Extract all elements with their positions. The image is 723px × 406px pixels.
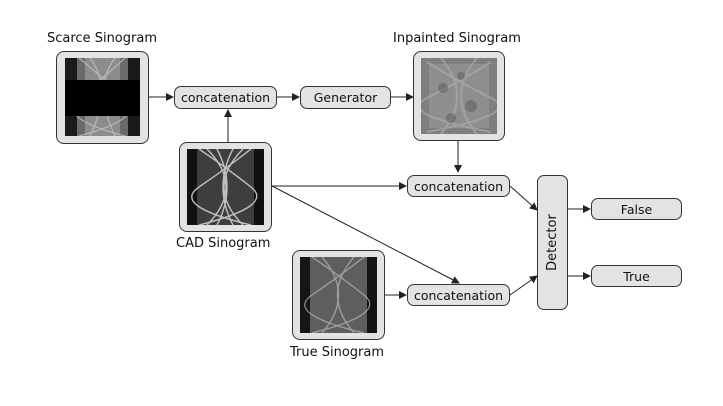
concat-mid-node: concatenation	[407, 175, 510, 197]
inpainted-sinogram-image	[421, 58, 497, 134]
scarce-sinogram-label: Scarce Sinogram	[47, 31, 157, 46]
cad-sinogram-label: CAD Sinogram	[176, 236, 271, 251]
scarce-sinogram-image	[65, 58, 140, 136]
false-output-node: False	[591, 198, 682, 220]
arrow-concat-bottom-to-detector	[509, 275, 538, 296]
arrow-cad-to-concat-bottom	[271, 185, 460, 284]
cad-sinogram-image	[187, 149, 264, 225]
true-sinogram-label: True Sinogram	[290, 345, 385, 360]
arrow-concat-mid-to-detector	[509, 185, 538, 211]
inpainted-sinogram-label: Inpainted Sinogram	[393, 31, 521, 46]
true-output-node: True	[591, 265, 682, 287]
concat-bottom-node: concatenation	[407, 284, 510, 306]
generator-node: Generator	[300, 86, 391, 109]
detector-label: Detector	[545, 214, 560, 271]
detector-node: Detector	[537, 175, 568, 310]
concat-top-node: concatenation	[174, 86, 277, 109]
true-sinogram-image	[300, 257, 377, 333]
